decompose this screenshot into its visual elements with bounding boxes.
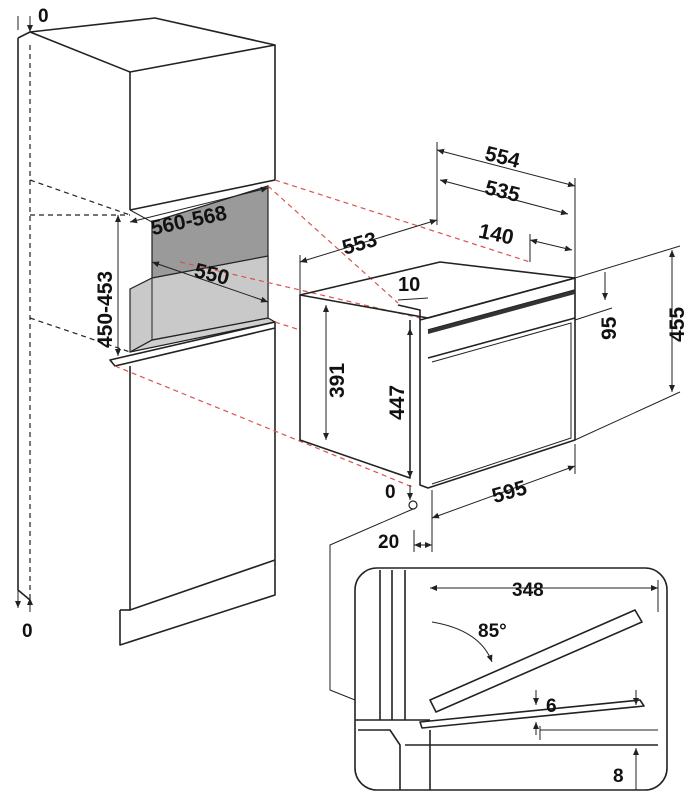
label-door-angle: 85° [478,621,507,642]
label-oven-rear-offset: 140 [477,220,516,250]
label-oven-total-width: 554 [483,142,523,173]
label-niche-height: 450-453 [94,271,117,348]
label-oven-front-width: 595 [489,476,529,508]
detail-inset [354,567,668,791]
projection-lines [114,179,531,489]
label-oven-front-height: 447 [386,385,409,420]
label-top-step: 10 [398,274,420,296]
label-top-zero: 0 [38,6,49,27]
label-oven-total-height: 455 [666,307,687,342]
label-oven-body-width: 535 [483,176,523,207]
label-oven-side-height: 391 [326,363,349,398]
label-gap-lower: 8 [613,766,624,787]
cabinet [17,17,277,646]
label-gap-upper: 6 [546,696,557,717]
label-bottom-zero: 0 [22,621,33,642]
label-door-length: 348 [512,580,544,601]
label-front-protrusion: 20 [378,532,399,553]
label-oven-depth: 553 [340,228,380,260]
label-oven-bottom-zero: 0 [385,482,396,503]
dimension-lines [15,16,681,701]
label-front-panel-height: 95 [598,316,621,340]
